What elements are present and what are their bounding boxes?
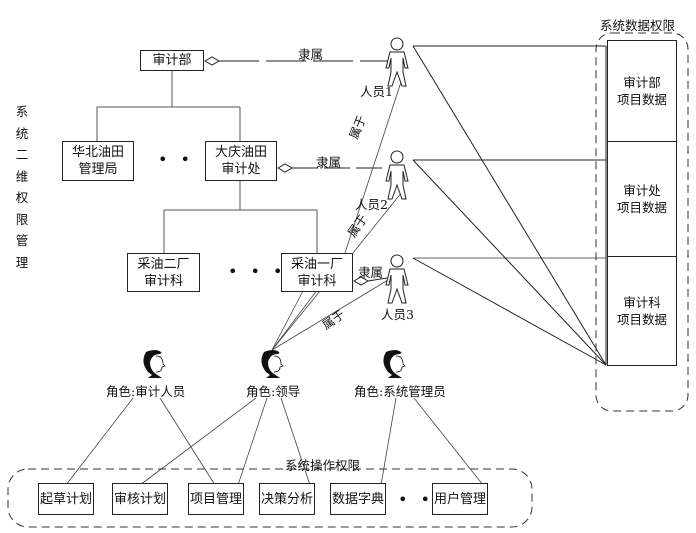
- person-label-2: 人员2: [355, 197, 388, 212]
- org-daqing[interactable]: 大庆油田 审计处: [205, 141, 277, 181]
- data-link-diag: [412, 45, 607, 366]
- role-icon-leader: [261, 350, 284, 378]
- role-label-auditor: 角色:审计人员: [106, 384, 186, 399]
- role-op-line: [139, 397, 257, 486]
- subordinate-label-2: 隶属: [316, 155, 342, 170]
- aggregation-diamond: [203, 56, 221, 66]
- data-permission-column: 审计部 项目数据 审计处 项目数据 审计科 项目数据: [607, 40, 677, 366]
- role-label-leader: 角色:领导: [246, 384, 301, 399]
- role-op-line: [280, 397, 311, 486]
- belongs-line-to-role: [271, 290, 321, 351]
- data-link-diag: [412, 257, 607, 366]
- role-op-line: [413, 397, 484, 486]
- org-huabei[interactable]: 华北油田 管理局: [62, 141, 134, 181]
- org-plant2[interactable]: 采油二厂 审计科: [127, 253, 200, 292]
- data-link-diag: [412, 159, 607, 366]
- ellipsis: • • •: [158, 150, 217, 169]
- op-decision-analysis[interactable]: 决策分析: [259, 483, 315, 515]
- role-op-line: [237, 397, 268, 486]
- op-review-plan[interactable]: 审核计划: [112, 483, 168, 515]
- person-label-1: 人员1: [360, 84, 393, 99]
- subordinate-label-3: 隶属: [358, 265, 384, 280]
- role-op-line: [380, 397, 397, 486]
- subordinate-label-1: 隶属: [298, 47, 324, 62]
- person-icon-1: [385, 37, 409, 87]
- op-draft-plan[interactable]: 起草计划: [38, 483, 94, 515]
- operation-permission-group: [7, 468, 533, 528]
- op-project-management[interactable]: 项目管理: [188, 483, 244, 515]
- person-icon-2: [385, 150, 409, 200]
- data-permission-title: 系统数据权限: [600, 18, 676, 33]
- org-audit-dept[interactable]: 审计部: [140, 50, 204, 71]
- data-permission-audit-section[interactable]: 审计科 项目数据: [616, 295, 667, 327]
- belongs-label-2: 属于: [345, 212, 370, 240]
- role-icon-auditor: [143, 350, 166, 378]
- belongs-line-3: [271, 279, 389, 351]
- operation-permission-title: 系统操作权限: [285, 458, 361, 473]
- subordinate-line-3: [367, 277, 388, 282]
- role-icon-admin: [383, 350, 406, 378]
- belongs-line-to-role: [271, 290, 304, 351]
- aggregation-diamond: [276, 163, 294, 173]
- op-data-dictionary[interactable]: 数据字典: [330, 483, 386, 515]
- person-label-3: 人员3: [381, 307, 414, 322]
- belongs-label-3: 属于: [320, 307, 348, 332]
- belongs-line-1a: [344, 78, 403, 254]
- person-icon-3: [385, 254, 409, 304]
- org-plant1[interactable]: 采油一厂 审计科: [281, 253, 353, 292]
- data-permission-audit-office[interactable]: 审计处 项目数据: [608, 142, 676, 257]
- role-op-line: [65, 397, 134, 486]
- data-permission-group: [595, 32, 689, 412]
- system-2d-permission-title: 系统二维权限管理: [15, 104, 29, 270]
- belongs-label-1: 属于: [347, 114, 369, 142]
- ellipsis: • • •: [228, 262, 287, 281]
- role-op-line: [159, 397, 216, 486]
- op-user-management[interactable]: 用户管理: [432, 483, 488, 515]
- role-label-admin: 角色:系统管理员: [354, 384, 446, 399]
- belongs-line-2: [352, 191, 403, 254]
- data-permission-audit-dept[interactable]: 审计部 项目数据: [608, 41, 676, 142]
